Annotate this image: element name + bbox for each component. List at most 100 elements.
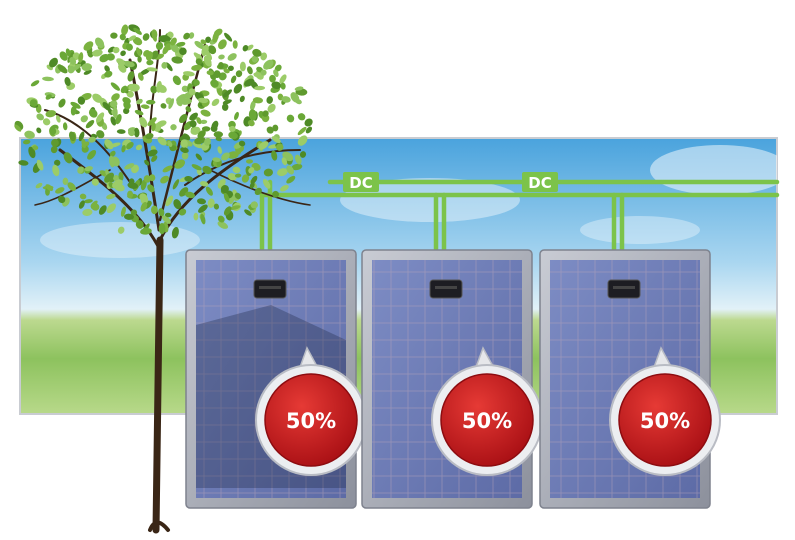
leaf xyxy=(67,65,75,74)
leaf xyxy=(23,139,31,145)
leaf xyxy=(220,185,229,193)
leaf xyxy=(36,127,42,134)
leaf xyxy=(271,136,281,144)
leaf xyxy=(232,166,241,174)
leaf xyxy=(200,213,206,225)
leaf xyxy=(235,70,243,78)
leaf xyxy=(204,137,211,146)
leaf xyxy=(29,99,38,107)
leaf xyxy=(49,57,58,68)
leaf xyxy=(179,113,188,124)
leaf xyxy=(197,130,206,139)
dc-wire-drop-2 xyxy=(433,192,447,253)
leaf xyxy=(162,165,173,173)
leaf xyxy=(258,141,269,150)
leaf xyxy=(269,74,276,83)
leaf xyxy=(223,206,232,216)
leaf xyxy=(234,173,242,178)
leaf xyxy=(164,212,172,218)
leaf xyxy=(98,205,107,215)
leaf xyxy=(281,96,291,103)
leaf xyxy=(205,36,212,43)
leaf xyxy=(36,159,44,171)
leaf xyxy=(229,125,236,132)
leaf xyxy=(195,153,202,161)
leaf xyxy=(244,78,255,87)
leaf xyxy=(120,206,126,217)
leaf xyxy=(184,175,193,182)
leaf xyxy=(297,135,308,146)
leaf xyxy=(137,72,144,81)
leaf xyxy=(146,59,154,66)
leaf xyxy=(193,212,199,221)
leaf xyxy=(110,32,118,39)
leaf xyxy=(128,129,135,137)
leaf xyxy=(172,75,182,86)
leaf xyxy=(271,150,278,161)
leaf xyxy=(83,199,93,204)
leaf xyxy=(65,48,71,57)
leaf xyxy=(191,164,202,171)
leaf xyxy=(132,36,143,46)
leaf xyxy=(92,49,103,57)
leaf xyxy=(90,200,98,208)
leaf xyxy=(30,80,40,87)
leaf xyxy=(88,136,96,143)
leaf xyxy=(297,113,306,121)
dc-wire-drop-3 xyxy=(611,192,625,253)
leaf xyxy=(145,51,153,61)
leaf xyxy=(50,145,58,154)
leaf xyxy=(171,56,183,64)
leaf xyxy=(85,120,95,129)
leaf xyxy=(36,113,44,121)
leaf xyxy=(200,39,207,45)
leaf xyxy=(109,150,116,157)
badge-disc xyxy=(264,373,358,467)
leaf xyxy=(266,96,273,104)
leaf xyxy=(247,66,253,75)
leaf xyxy=(291,163,303,171)
leaf xyxy=(151,155,158,162)
leaf xyxy=(181,85,189,93)
leaf xyxy=(156,81,162,93)
tree xyxy=(14,24,313,534)
leaf xyxy=(189,120,197,128)
leaf xyxy=(136,47,142,57)
leaf xyxy=(63,152,73,164)
leaf xyxy=(218,62,224,69)
leaf xyxy=(70,101,81,109)
leaf xyxy=(106,53,115,61)
leaf xyxy=(223,68,230,74)
badge-disc xyxy=(440,373,534,467)
leaf xyxy=(135,220,144,229)
leaf xyxy=(218,72,227,81)
leaf xyxy=(217,215,225,223)
leaf xyxy=(120,85,128,94)
leaf xyxy=(167,140,173,147)
leaf xyxy=(290,92,300,103)
leaf xyxy=(172,179,180,190)
leaf xyxy=(116,129,126,134)
leaf xyxy=(106,203,116,214)
leaf xyxy=(18,160,29,166)
leaf xyxy=(158,223,166,235)
leaf xyxy=(175,41,186,47)
leaf xyxy=(110,82,121,91)
leaf xyxy=(286,114,295,123)
leaf xyxy=(69,57,77,65)
leaf xyxy=(174,159,186,169)
leaf xyxy=(78,131,85,142)
dc-label-2: DC xyxy=(528,174,551,192)
leaf xyxy=(112,106,118,119)
leaf xyxy=(155,41,164,50)
tree-foliage xyxy=(14,24,313,239)
leaf xyxy=(299,151,307,158)
leaf xyxy=(120,50,126,57)
leaf xyxy=(263,59,274,70)
leaf xyxy=(123,60,135,68)
leaf xyxy=(297,126,307,136)
leaf xyxy=(111,93,120,101)
leaf xyxy=(216,86,223,97)
leaf xyxy=(158,208,165,217)
